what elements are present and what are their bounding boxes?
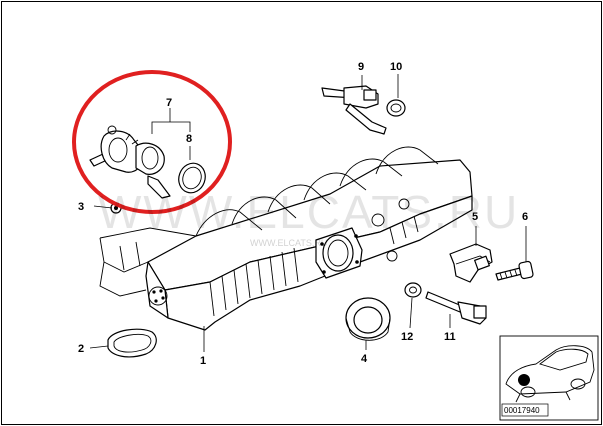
highlight-circle xyxy=(72,70,232,214)
callout-5: 5 xyxy=(472,211,478,223)
callout-3: 3 xyxy=(78,201,84,213)
sensor-part-11[interactable] xyxy=(425,291,487,325)
washer-part-12[interactable] xyxy=(404,282,422,298)
diagram-code: 00017940 xyxy=(504,406,540,415)
callout-numbers: 1 2 3 4 5 6 7 8 9 10 11 12 xyxy=(78,61,528,367)
callout-10: 10 xyxy=(390,61,402,73)
callout-4: 4 xyxy=(361,353,368,365)
idle-valve-part-9[interactable] xyxy=(321,85,387,135)
callout-12: 12 xyxy=(401,331,413,343)
throttle-flange xyxy=(315,198,410,279)
car-locator-thumbnail: 00017940 xyxy=(499,335,599,421)
watermark: WWW.ELCATS.RU xyxy=(98,186,519,238)
intake-manifold[interactable] xyxy=(99,146,473,331)
callout-8: 8 xyxy=(186,133,192,145)
watermark-small: WWW.ELCATS.RU xyxy=(250,238,327,248)
bolt-part-6[interactable] xyxy=(495,260,534,281)
seal-ring-part-8[interactable] xyxy=(175,159,210,196)
o-ring-part-10[interactable] xyxy=(386,99,406,117)
valve-assembly-part-7[interactable] xyxy=(89,125,171,199)
callout-9: 9 xyxy=(358,61,364,73)
callout-1: 1 xyxy=(200,355,206,367)
locator-dot xyxy=(518,374,530,386)
seal-ring-part-4[interactable] xyxy=(345,297,391,341)
callout-11: 11 xyxy=(444,331,456,343)
gasket-part-2[interactable] xyxy=(107,328,157,358)
callout-6: 6 xyxy=(522,211,528,223)
callout-7: 7 xyxy=(166,97,172,109)
sensor-bracket-part-5[interactable] xyxy=(449,243,493,283)
leader-lines xyxy=(89,74,527,352)
callout-2: 2 xyxy=(78,343,84,355)
